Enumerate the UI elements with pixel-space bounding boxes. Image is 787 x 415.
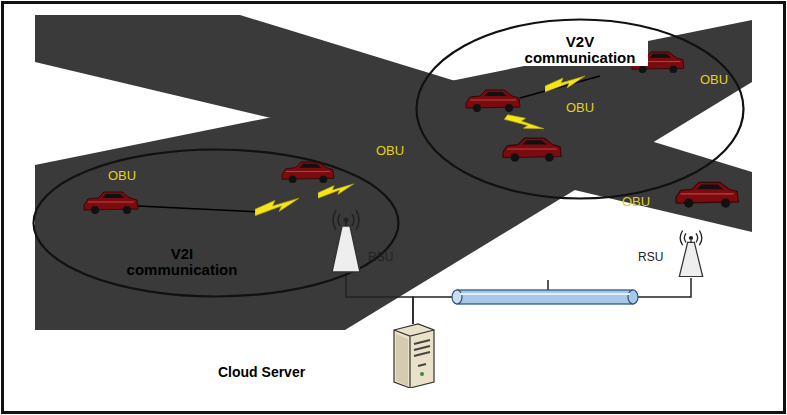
link-line xyxy=(520,76,600,98)
car xyxy=(503,138,561,162)
bus-end xyxy=(452,290,462,304)
v2i-zone: V2I communication RSU xyxy=(32,148,400,298)
lightning-bolt xyxy=(504,107,544,141)
bus-tube xyxy=(457,290,633,304)
obu-label: OBU xyxy=(700,72,728,87)
server-label: Cloud Server xyxy=(218,364,305,380)
server-icon xyxy=(388,318,438,388)
lightning-bolt xyxy=(255,198,299,216)
car xyxy=(676,182,738,207)
bus-shine xyxy=(460,293,630,295)
lightning-bolt xyxy=(318,184,354,198)
bus-end xyxy=(628,290,638,304)
rsu-unit: RSU xyxy=(318,196,402,278)
car xyxy=(84,192,138,214)
rsu-label: RSU xyxy=(638,250,663,264)
obu-label: OBU xyxy=(622,194,650,209)
rsu-tower xyxy=(676,226,706,278)
lightning-bolt xyxy=(545,76,585,92)
obu-label: OBU xyxy=(108,168,136,183)
car xyxy=(466,90,520,112)
rsu-tower xyxy=(328,204,364,274)
obu-label: OBU xyxy=(566,100,594,115)
zone-title: V2I communication xyxy=(117,246,247,278)
bus-tap xyxy=(547,280,549,290)
rsu-unit: RSU xyxy=(636,222,718,278)
obu-label: OBU xyxy=(376,143,404,158)
rsu-label: RSU xyxy=(368,250,393,264)
network-wire xyxy=(346,274,413,324)
road xyxy=(35,20,752,330)
cloud-server: Cloud Server xyxy=(212,312,452,392)
zone-title: V2V communication xyxy=(512,34,648,66)
link-line xyxy=(138,206,262,212)
network-wire xyxy=(413,278,691,324)
